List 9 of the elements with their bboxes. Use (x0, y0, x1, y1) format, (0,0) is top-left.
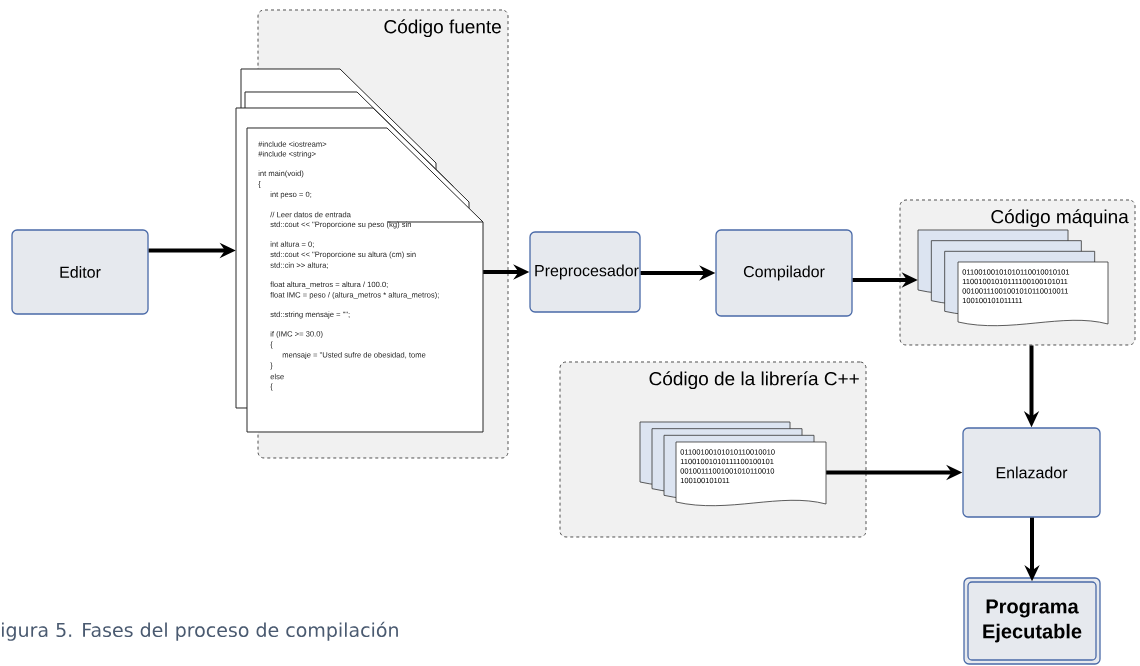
document-stack (917, 229, 1109, 327)
process-box: Enlazador (962, 427, 1101, 518)
process-box: Editor (11, 229, 149, 315)
document-stack (235, 68, 484, 433)
output-box: Programa Ejecutable (963, 577, 1101, 665)
process-box: Compilador (715, 229, 853, 317)
figure-caption: igura 5. Fases del proceso de compilación (2, 621, 398, 641)
document-stack (639, 421, 827, 507)
process-box: Preprocesador (529, 231, 641, 313)
